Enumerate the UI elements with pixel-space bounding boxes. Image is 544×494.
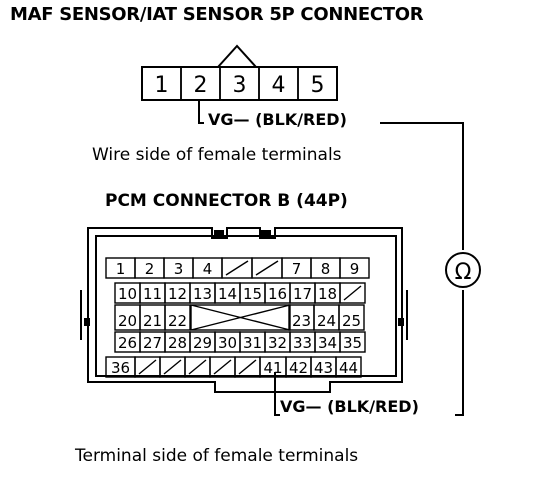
pcm-pin-41: 41 <box>263 359 282 377</box>
pcm-top-key-right <box>261 230 271 236</box>
maf-pin-2: 2 <box>194 73 208 98</box>
pcm-unused-pin-slash <box>238 359 257 375</box>
pcm-blank-region <box>190 304 291 331</box>
meter-lower-lead <box>455 290 464 416</box>
pcm-pin-34: 34 <box>318 334 337 352</box>
pcm-blank-center <box>190 304 291 331</box>
meter-upper-lead <box>380 122 464 250</box>
maf-pin-4: 4 <box>272 73 286 98</box>
maf-connector-latch <box>217 44 257 68</box>
pcm-pin-20: 20 <box>118 312 137 330</box>
pcm-unused-pin-slash <box>255 260 279 276</box>
pcm-pin-28: 28 <box>168 334 187 352</box>
pcm-pin-14: 14 <box>218 285 237 303</box>
pcm-unused-pin-slash <box>213 359 232 375</box>
pcm-pin-36: 36 <box>111 359 130 377</box>
maf-pin-cell-5 <box>297 66 338 101</box>
pcm-right-tab <box>398 318 404 326</box>
maf-probe-lead <box>198 100 204 124</box>
pcm-pin-7: 7 <box>292 260 302 278</box>
pcm-pin-13: 13 <box>193 285 212 303</box>
pcm-connector-outline <box>87 227 403 393</box>
pcm-cell-r2-c6 <box>338 304 365 331</box>
pcm-connector-shell <box>80 227 408 393</box>
maf-pin-5: 5 <box>311 73 325 98</box>
maf-connector-caption: Wire side of female terminals <box>92 145 342 165</box>
pcm-unused-pin-slash <box>225 260 249 276</box>
pcm-pin-8: 8 <box>321 260 331 278</box>
pcm-top-key-left <box>214 230 224 236</box>
pcm-pin-17: 17 <box>293 285 312 303</box>
pcm-pin-27: 27 <box>143 334 162 352</box>
ohm-icon: Ω <box>455 260 472 285</box>
maf-pin-3: 3 <box>233 73 247 98</box>
pcm-pin-9: 9 <box>350 260 360 278</box>
pcm-pin-42: 42 <box>289 359 308 377</box>
pcm-side-tabs <box>84 230 404 326</box>
pcm-pin-21: 21 <box>143 312 162 330</box>
pcm-pin-23: 23 <box>292 312 311 330</box>
pcm-left-tab <box>84 318 90 326</box>
ohmmeter-circle <box>445 252 481 288</box>
pcm-cell-r1-c9 <box>339 282 366 304</box>
pcm-pin-35: 35 <box>343 334 362 352</box>
pcm-connector-title: PCM CONNECTOR B (44P) <box>105 191 348 211</box>
probe-wiring <box>198 100 481 416</box>
diagram-title: MAF SENSOR/IAT SENSOR 5P CONNECTOR <box>10 4 424 25</box>
pcm-pin-3: 3 <box>174 260 184 278</box>
pcm-pin-24: 24 <box>317 312 336 330</box>
pcm-connector-inner-frame <box>95 235 397 377</box>
pcm-unused-pin-slash <box>188 359 207 375</box>
pcm-pin-12: 12 <box>168 285 187 303</box>
maf-vg-wire-label: VG— (BLK/RED) <box>208 110 347 129</box>
pcm-pin-15: 15 <box>243 285 262 303</box>
pcm-pin-2: 2 <box>145 260 155 278</box>
pcm-pin-43: 43 <box>314 359 333 377</box>
pcm-pin-30: 30 <box>218 334 237 352</box>
pcm-pin-4: 4 <box>203 260 213 278</box>
pcm-pin-16: 16 <box>268 285 287 303</box>
pcm-pin-11: 11 <box>143 285 162 303</box>
pcm-cell-r3-c9 <box>339 331 366 353</box>
pcm-pin-32: 32 <box>268 334 287 352</box>
pcm-cell-r0-c8 <box>339 257 370 279</box>
pcm-cell-r4-c9 <box>335 356 362 378</box>
pcm-pin-31: 31 <box>243 334 262 352</box>
pcm-pin-29: 29 <box>193 334 212 352</box>
pcm-cell-r2-c2 <box>164 304 191 331</box>
pcm-pin-26: 26 <box>118 334 137 352</box>
pcm-probe-lead <box>274 372 280 416</box>
pcm-pin-10: 10 <box>118 285 137 303</box>
pcm-pin-33: 33 <box>293 334 312 352</box>
pcm-pin-1: 1 <box>116 260 126 278</box>
pcm-connector-caption: Terminal side of female terminals <box>75 446 359 466</box>
maf-pin-1: 1 <box>155 73 169 98</box>
pcm-blank-cross-2 <box>190 304 291 331</box>
pcm-unused-pin-slash <box>163 359 182 375</box>
pcm-unused-pin-slash <box>343 285 362 301</box>
pcm-pin-25: 25 <box>342 312 361 330</box>
pcm-pin-44: 44 <box>339 359 358 377</box>
pcm-vg-wire-label: VG— (BLK/RED) <box>280 397 419 416</box>
pcm-pin-18: 18 <box>318 285 337 303</box>
pcm-pin-22: 22 <box>168 312 187 330</box>
pcm-unused-pin-slash <box>138 359 157 375</box>
